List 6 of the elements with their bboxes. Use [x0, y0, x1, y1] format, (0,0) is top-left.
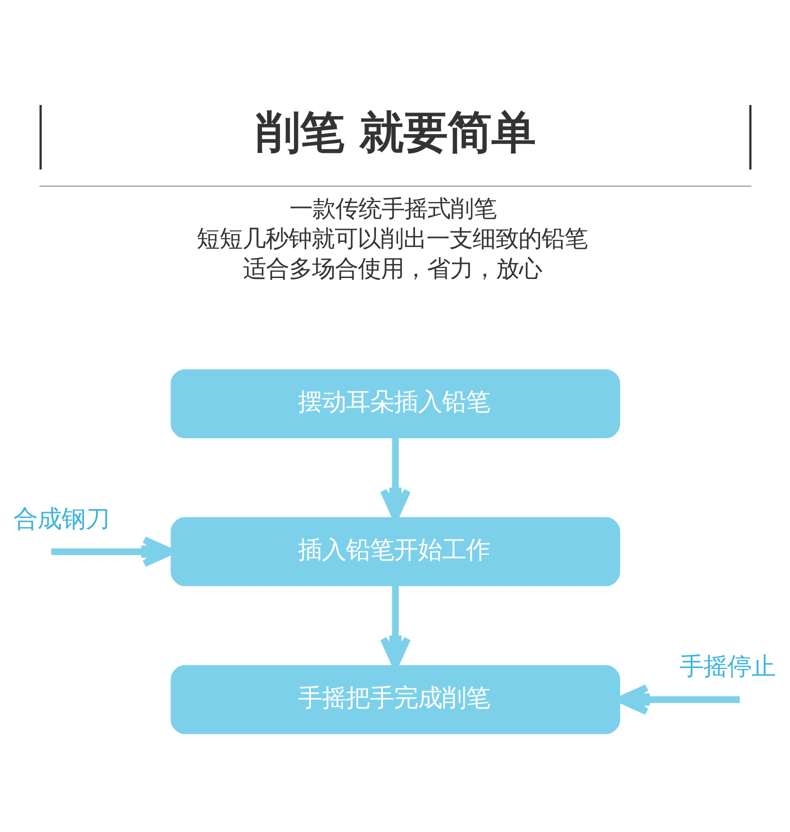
label: 短短几秒钟就可以削出一支细致的铅笔 [196, 224, 587, 252]
diagram-title: 削笔 就要简单 [255, 106, 535, 158]
label: 适合多场合使用，省力，放心 [242, 254, 542, 282]
edge-label: 合成钢刀 [12, 503, 109, 532]
label: 一款传统手摇式削笔 [289, 194, 496, 222]
edge-label: 手摇停止 [679, 651, 776, 680]
